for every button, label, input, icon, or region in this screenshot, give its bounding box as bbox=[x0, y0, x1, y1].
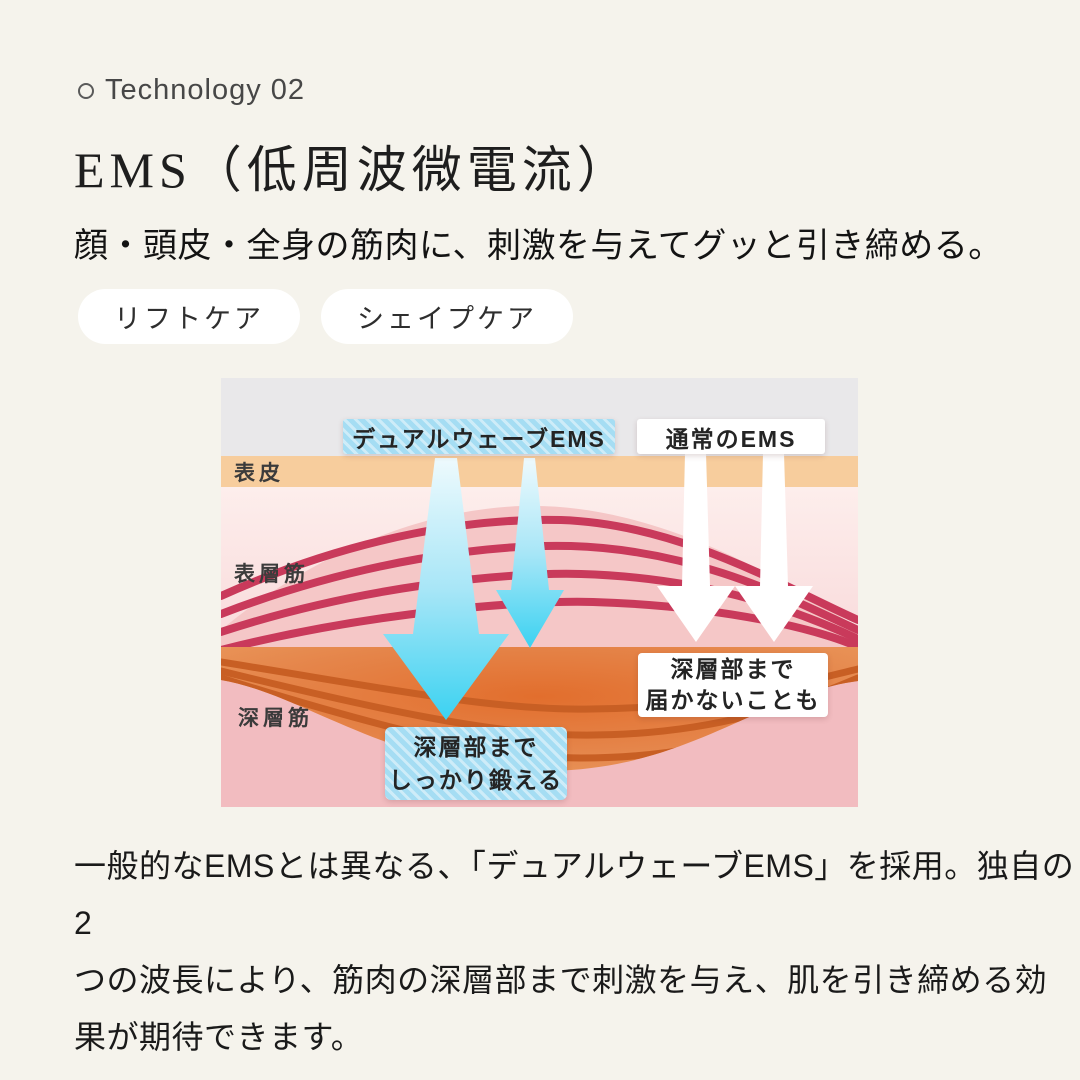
circle-bullet-icon bbox=[78, 82, 94, 99]
no-reach-callout: 深層部まで 届かないことも bbox=[638, 653, 828, 717]
epidermis-label: 表皮 bbox=[234, 462, 284, 485]
dual-wave-ems-label: デュアルウェーブEMS bbox=[343, 419, 615, 454]
deep-muscle-label: 深層筋 bbox=[238, 707, 313, 730]
dual-wave-ems-arrows bbox=[383, 458, 564, 720]
epidermis-band bbox=[221, 456, 858, 487]
surface-muscle-label: 表層筋 bbox=[234, 563, 309, 586]
page-title: EMS（低周波微電流） bbox=[74, 142, 632, 198]
care-badges: リフトケア シェイプケア bbox=[78, 289, 573, 344]
badge-shape-care: シェイプケア bbox=[321, 289, 573, 344]
subtitle: 顔・頭皮・全身の筋肉に、刺激を与えてグッと引き締める。 bbox=[74, 227, 1003, 265]
description-text: 一般的なEMSとは異なる、「デュアルウェーブEMS」を採用。独自の2 つの波長に… bbox=[74, 848, 1075, 1055]
badge-lift-care: リフトケア bbox=[78, 289, 300, 344]
technology-label-text: Technology 02 bbox=[105, 74, 306, 106]
deep-reach-callout: 深層部まで しっかり鍛える bbox=[385, 727, 567, 800]
normal-ems-label: 通常のEMS bbox=[637, 419, 825, 454]
normal-ems-arrows bbox=[657, 453, 813, 642]
ems-skin-diagram: 表皮 表層筋 深層筋 デュアルウェーブEMS 通常のEMS 深層部まで しっかり… bbox=[221, 378, 858, 807]
technology-label: Technology 02 bbox=[78, 74, 305, 107]
